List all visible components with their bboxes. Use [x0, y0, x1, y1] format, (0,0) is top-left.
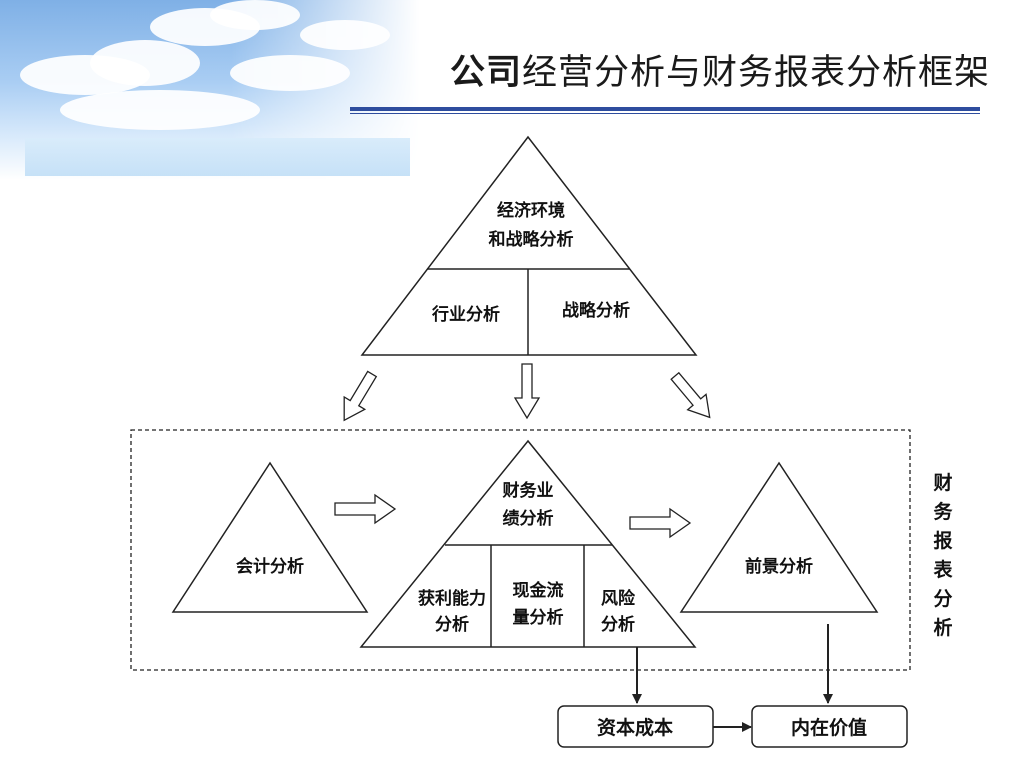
prospect-analysis-triangle: 前景分析 — [679, 461, 879, 613]
down-right-hollow-arrow — [670, 371, 711, 419]
side-label-char: 析 — [933, 616, 952, 639]
risk-analysis-label-line2: 分析 — [601, 614, 635, 635]
title-underline-thin — [350, 113, 980, 114]
financial-performance-label-line2: 绩分析 — [503, 508, 554, 529]
strategy-triangle-outline — [360, 135, 698, 356]
sky-header-background — [0, 0, 420, 180]
accounting-analysis-label: 会计分析 — [236, 556, 304, 577]
side-label-char: 表 — [933, 558, 953, 581]
side-label-financial-statement-analysis: 财 务 报 表 分 析 — [933, 471, 953, 639]
industry-analysis-label: 行业分析 — [431, 304, 500, 325]
profitability-analysis-label-line1: 获利能力 — [418, 588, 486, 609]
profitability-analysis-label-line2: 分析 — [435, 614, 469, 635]
cost-of-capital-label: 资本成本 — [597, 716, 673, 739]
right-hollow-arrow-to-prospect — [629, 507, 692, 539]
strategy-analysis-label: 战略分析 — [562, 300, 630, 321]
accounting-analysis-triangle: 会计分析 — [171, 461, 369, 613]
prospect-analysis-label: 前景分析 — [745, 556, 813, 577]
page-title: 公司经营分析与财务报表分析框架 — [300, 44, 990, 95]
risk-analysis-label-line1: 风险 — [601, 588, 636, 609]
right-hollow-arrow-to-financial — [334, 493, 397, 525]
cost-of-capital-box: 资本成本 — [557, 705, 714, 748]
down-left-hollow-arrow — [343, 370, 378, 422]
financial-performance-label-line1: 财务业 — [502, 480, 554, 501]
header-band — [25, 138, 410, 176]
side-label-char: 务 — [933, 500, 953, 523]
side-label-char: 报 — [933, 529, 952, 552]
intrinsic-value-box: 内在价值 — [751, 705, 908, 748]
prospect-triangle-outline — [679, 461, 879, 613]
cost-of-capital-box-frame — [557, 705, 714, 748]
side-label-char: 分 — [933, 588, 952, 610]
strategy-analysis-triangle: 经济环境 和战略分析 行业分析 战略分析 — [360, 135, 698, 356]
accounting-triangle-outline — [171, 461, 369, 613]
financial-performance-triangle: 财务业 绩分析 获利能力 分析 现金流 量分析 风险 分析 — [359, 439, 697, 648]
macro-strategy-label-line1: 经济环境 — [497, 200, 565, 221]
down-center-hollow-arrow — [513, 363, 541, 420]
title-underline-thick — [350, 107, 980, 111]
intrinsic-value-box-frame — [751, 705, 908, 748]
intrinsic-value-label: 内在价值 — [791, 716, 867, 739]
financial-triangle-outline — [359, 439, 697, 648]
cashflow-analysis-label-line1: 现金流 — [513, 580, 564, 601]
financial-statement-analysis-boundary — [130, 429, 911, 671]
title-bold-part: 公司 — [449, 53, 522, 93]
cashflow-analysis-label-line2: 量分析 — [513, 607, 564, 628]
macro-strategy-label-line2: 和战略分析 — [489, 229, 574, 250]
title-regular-part: 经营分析与财务报表分析框架 — [521, 53, 990, 93]
side-label-char: 财 — [933, 471, 952, 494]
